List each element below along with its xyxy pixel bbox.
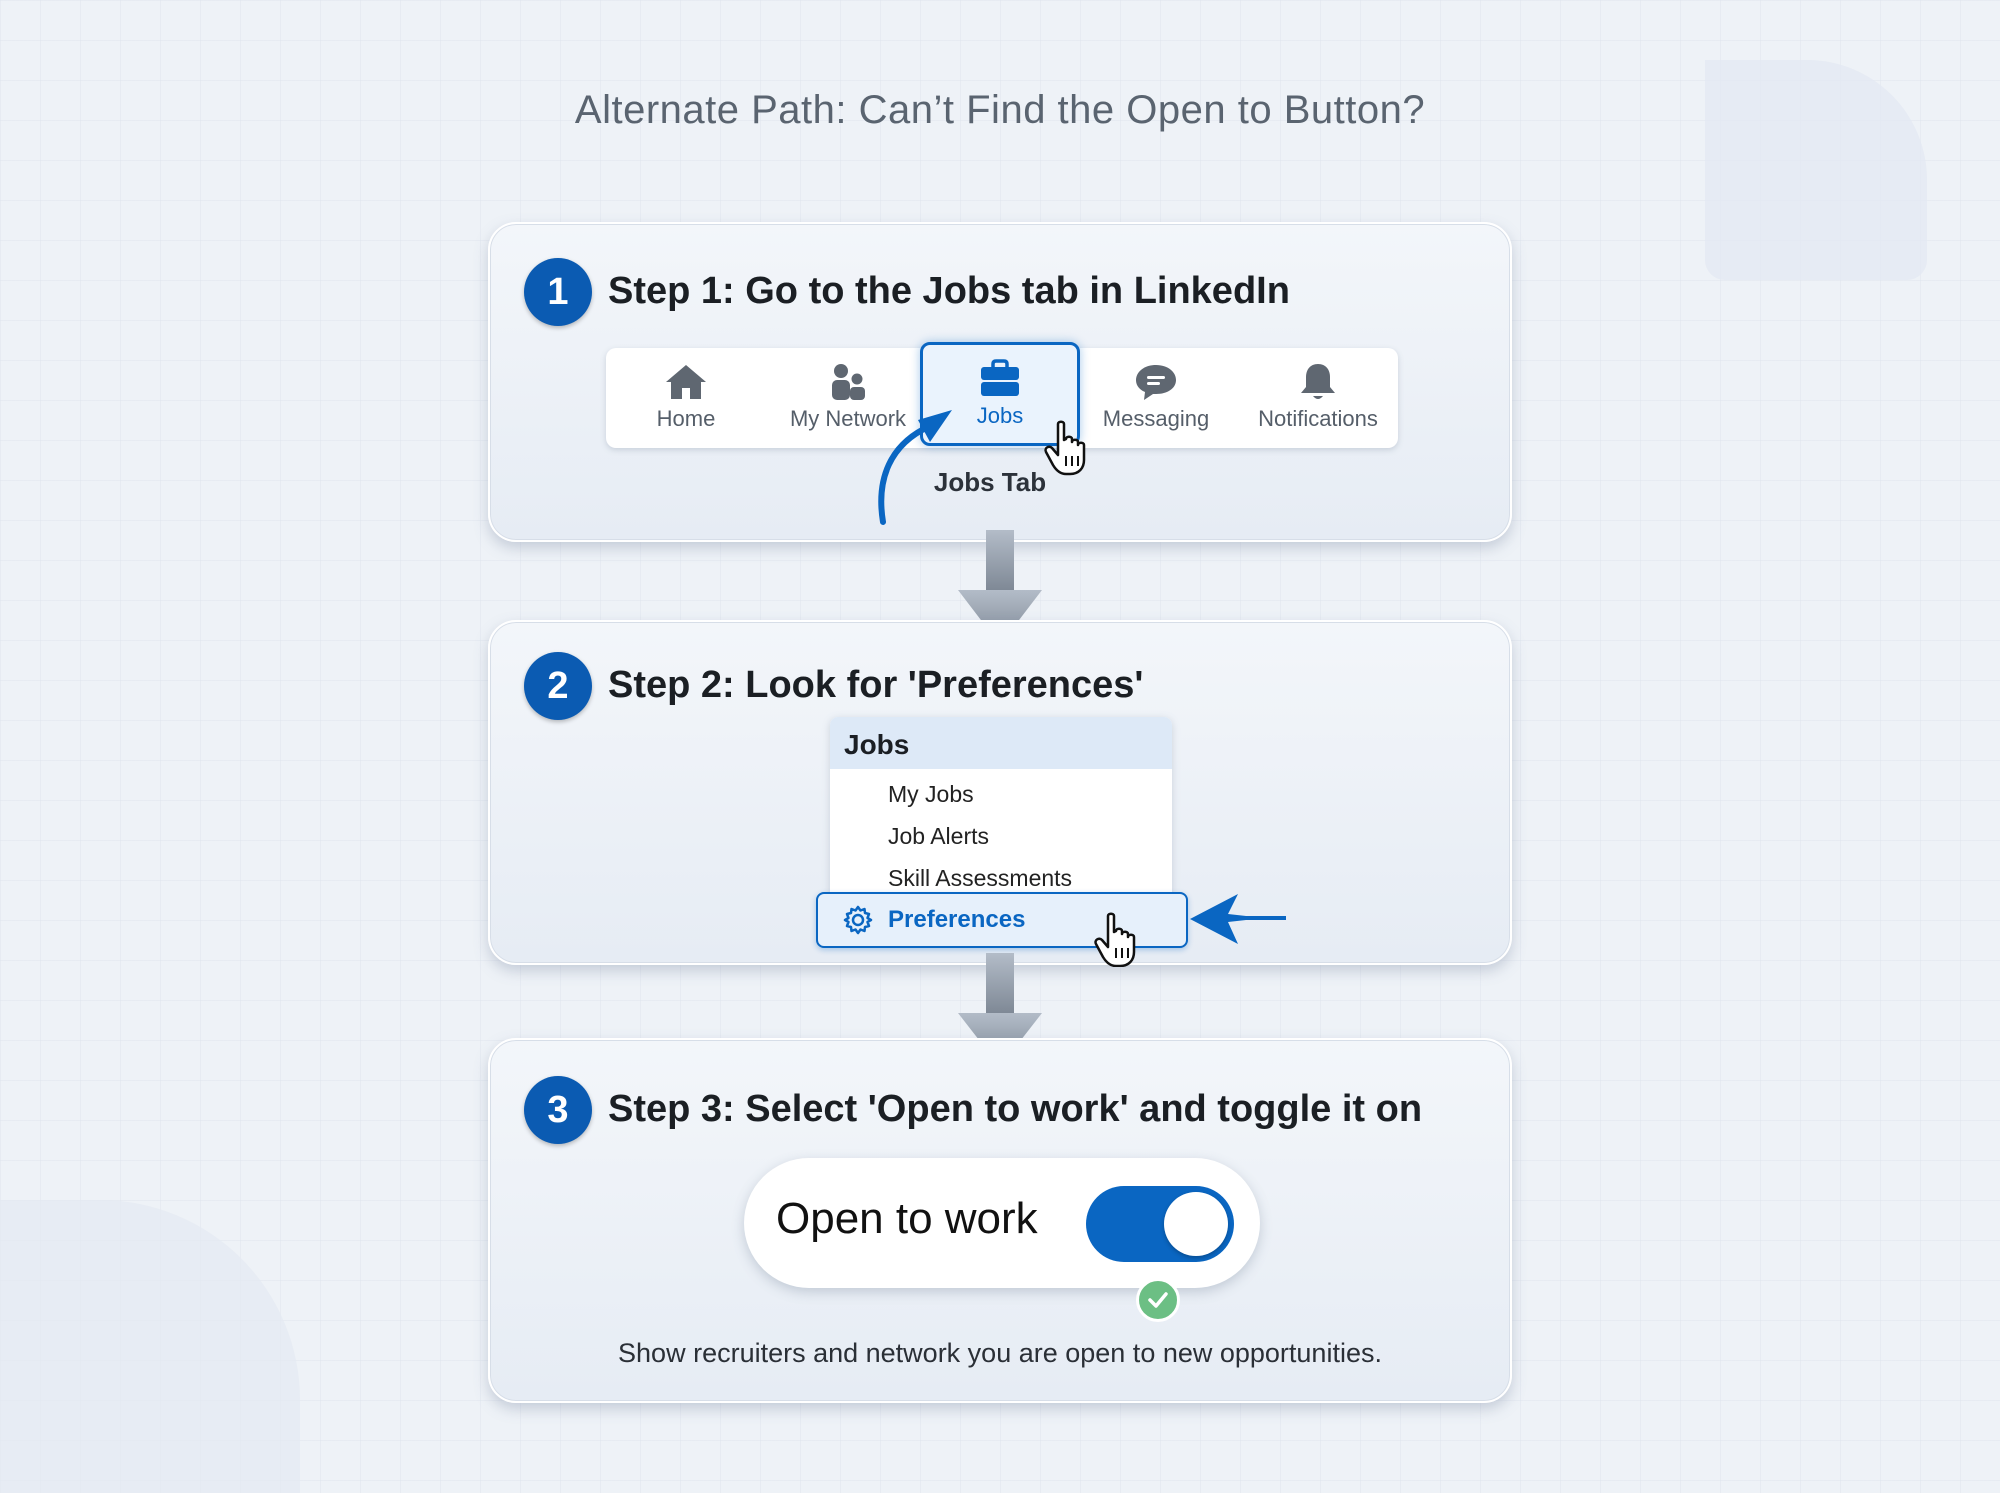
menu-item-skill-assessments[interactable]: Skill Assessments	[888, 865, 1073, 891]
toggle-label: Open to work	[776, 1194, 1038, 1243]
nav-label: Messaging	[1102, 406, 1210, 431]
nav-label: Home	[656, 406, 716, 431]
step-1-title: Step 1: Go to the Jobs tab in LinkedIn	[608, 270, 1290, 312]
curved-pointer-arrow	[878, 423, 933, 525]
bell-icon	[1301, 364, 1335, 399]
gear-icon	[843, 905, 873, 935]
nav-label: Jobs	[976, 403, 1024, 428]
arrow-head	[918, 410, 952, 442]
open-to-work-toggle[interactable]	[1086, 1186, 1234, 1262]
step-2-card: 2 Step 2: Look for 'Preferences' Jobs My…	[488, 620, 1512, 967]
nav-item-jobs[interactable]: Jobs	[920, 342, 1080, 446]
home-icon	[666, 365, 706, 399]
step-3-title: Step 3: Select 'Open to work' and toggle…	[608, 1088, 1423, 1130]
jobs-tab-callout: Jobs Tab	[933, 467, 1047, 497]
preferences-label: Preferences	[888, 906, 1026, 933]
nav-item-messaging[interactable]: Messaging	[1076, 348, 1236, 448]
step-3-number: 3	[524, 1076, 592, 1144]
step-3-card: 3 Step 3: Select 'Open to work' and togg…	[488, 1038, 1512, 1403]
hand-cursor-icon	[1044, 420, 1086, 476]
nav-item-notifications[interactable]: Notifications	[1238, 348, 1398, 448]
hand-cursor-icon	[1094, 912, 1136, 967]
step-1-number: 1	[524, 258, 592, 326]
step-2-number: 2	[524, 652, 592, 720]
open-to-work-toggle-card: Open to work	[744, 1158, 1260, 1288]
step-1-overlay	[878, 410, 1086, 525]
briefcase-icon	[981, 359, 1019, 396]
check-icon	[1136, 1278, 1180, 1322]
menu-item-job-alerts[interactable]: Job Alerts	[888, 823, 989, 849]
nav-label: My Network	[789, 406, 907, 431]
pointer-arrow-left	[1190, 894, 1286, 944]
nav-label: Notifications	[1258, 406, 1378, 431]
dropdown-header: Jobs	[830, 717, 1172, 769]
page-title: Alternate Path: Can’t Find the Open to B…	[574, 88, 1426, 132]
messaging-icon	[1136, 365, 1176, 400]
background-shape	[1705, 60, 1927, 280]
nav-item-my-network[interactable]: My Network	[768, 348, 928, 448]
step-2-overlay	[1094, 894, 1286, 967]
nav-item-home[interactable]: Home	[606, 348, 766, 448]
menu-item-my-jobs[interactable]: My Jobs	[888, 781, 974, 807]
step-1-card: 1 Step 1: Go to the Jobs tab in LinkedIn…	[488, 222, 1512, 542]
down-arrow-connector	[958, 530, 1042, 645]
step-3-caption: Show recruiters and network you are open…	[618, 1338, 1382, 1368]
step-2-title: Step 2: Look for 'Preferences'	[608, 664, 1144, 706]
toggle-knob	[1164, 1192, 1228, 1256]
menu-item-preferences[interactable]: Preferences	[816, 892, 1188, 948]
linkedin-nav-bar: Home My Network Jobs	[606, 342, 1398, 448]
network-icon	[832, 364, 865, 400]
